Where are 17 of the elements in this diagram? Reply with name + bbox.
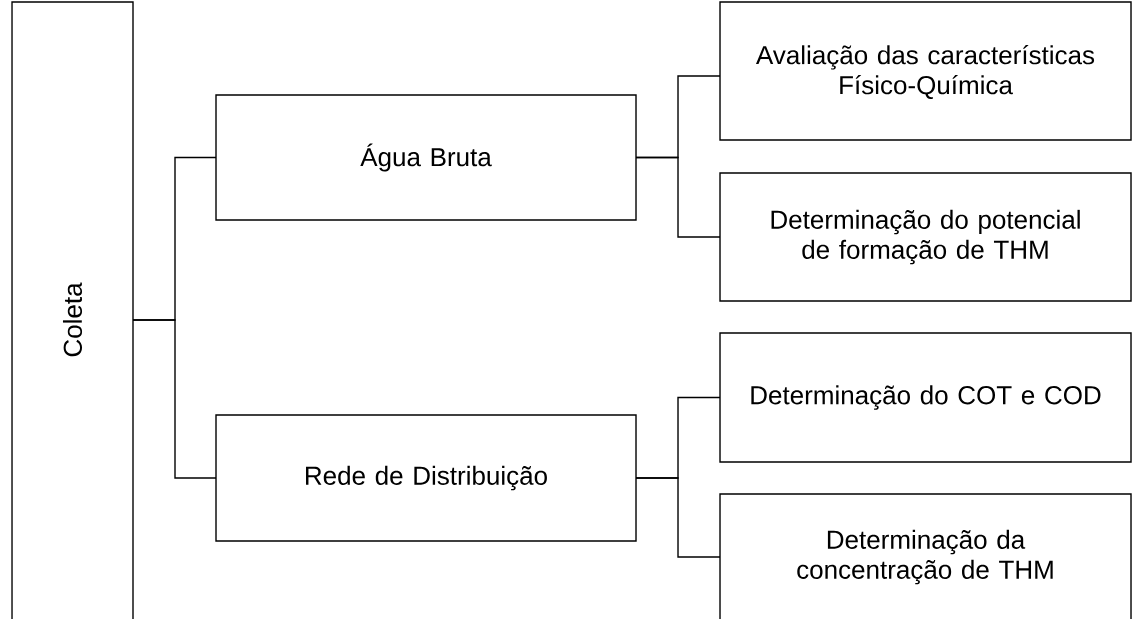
box-label: Determinação da concentração de THM — [797, 529, 1053, 585]
connector-line — [635, 156, 721, 238]
process-box — [719, 332, 1132, 463]
box-label: Determinação do COT e COD — [751, 385, 1101, 410]
box-label: Coleta — [62, 282, 83, 357]
box-label: Avaliação das características Físico-Química — [756, 44, 1095, 100]
box-label: Água Bruta — [360, 143, 492, 172]
box-label: Determinação do potencial de formação de THM — [771, 209, 1080, 265]
process-box — [11, 1, 134, 619]
box-label: Rede de Distribuição — [306, 465, 547, 491]
process-box — [719, 172, 1132, 302]
connector-line — [635, 477, 721, 558]
process-box — [215, 414, 637, 542]
connector-line — [132, 319, 217, 479]
process-box — [719, 1, 1132, 141]
process-box — [719, 493, 1132, 619]
process-box — [215, 94, 637, 221]
